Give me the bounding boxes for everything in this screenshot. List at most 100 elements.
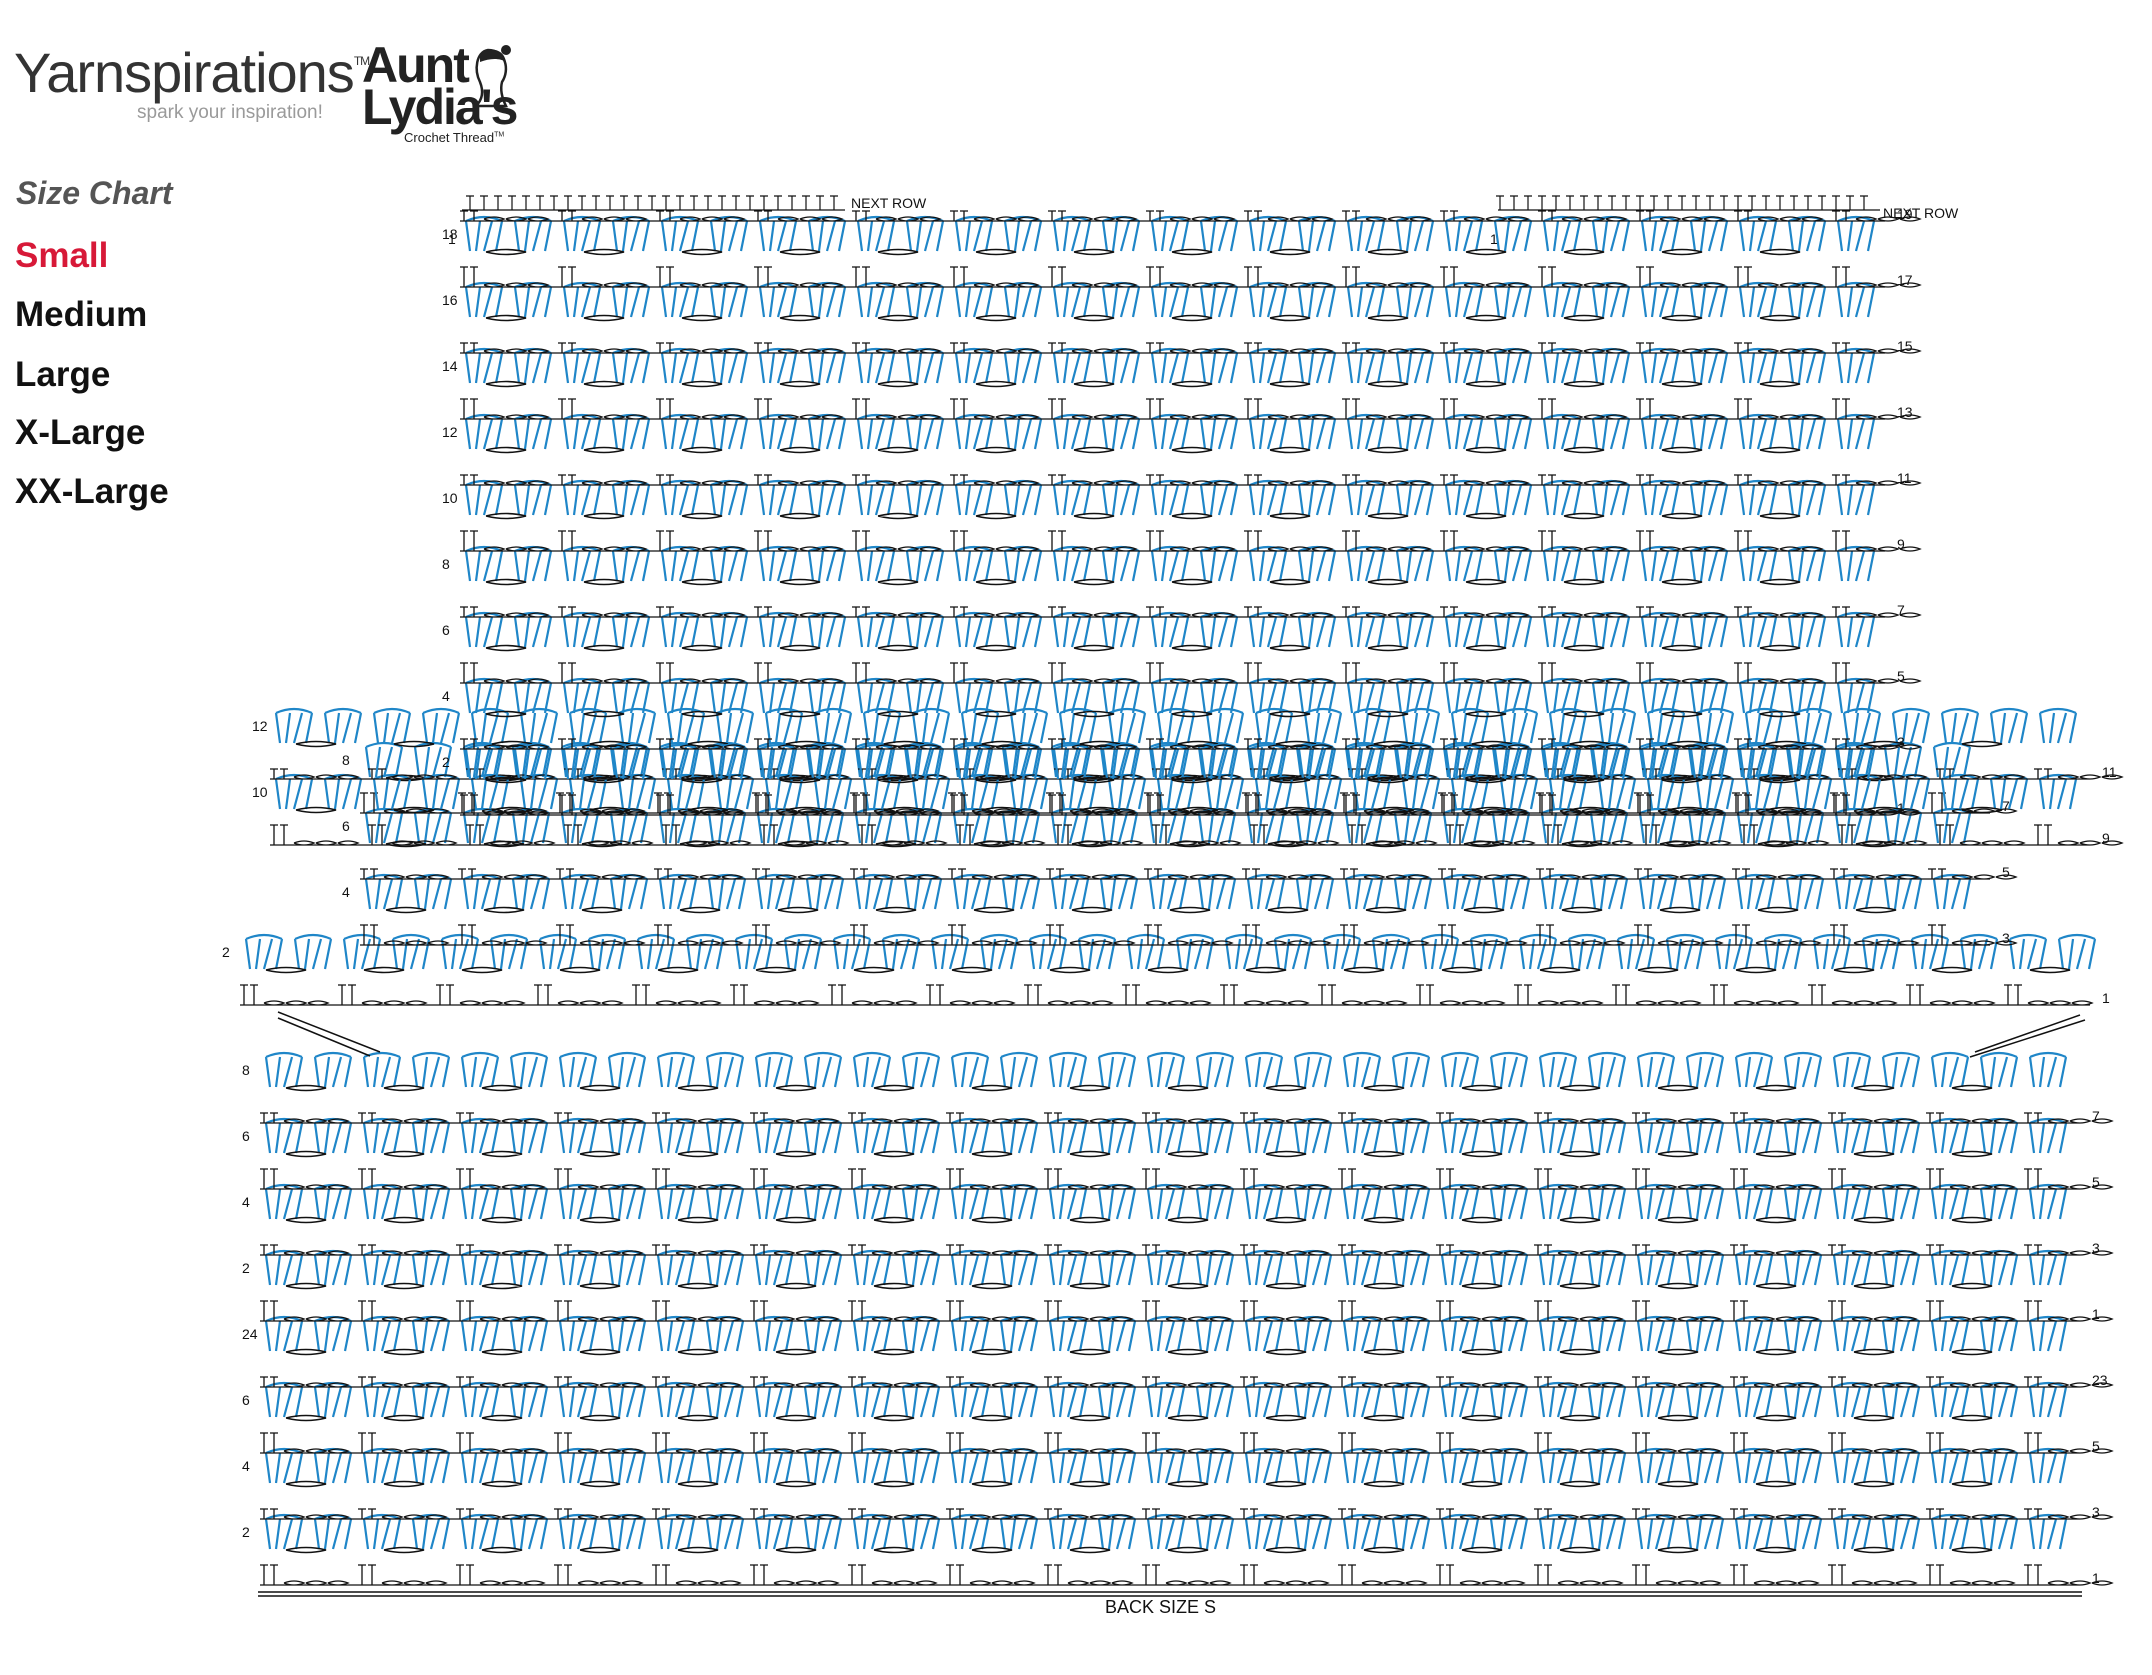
size-large[interactable]: Large: [15, 355, 111, 394]
chain-ovals: [485, 446, 1801, 454]
blue-shell-row: [264, 1315, 2068, 1352]
row-number-7: 7: [1897, 602, 1905, 618]
black-stitch-row: [460, 738, 1922, 750]
row-number-19: 19: [1897, 206, 1913, 222]
chain-ovals: [385, 906, 1897, 914]
chain-ovals: [485, 380, 1801, 388]
black-stitch-row: [260, 1168, 2114, 1190]
row-number-5: 5: [2092, 1438, 2100, 1454]
black-stitch-row: [460, 794, 1922, 816]
size-x-large[interactable]: X-Large: [15, 413, 146, 452]
blue-shell-row: [464, 677, 1876, 714]
row-number-16: 16: [442, 292, 458, 308]
black-stitch-row: [260, 1432, 2114, 1454]
row-number-2: 2: [442, 754, 450, 770]
row-number-5: 5: [1897, 668, 1905, 684]
chain-ovals: [285, 1150, 1993, 1158]
chain-ovals: [285, 1348, 1993, 1356]
chain-ovals: [485, 578, 1801, 586]
row-number-1: 1: [1897, 800, 1905, 816]
row-number-1: 1: [2102, 990, 2110, 1006]
row-number-8: 8: [242, 1062, 250, 1078]
row-number-14: 14: [442, 358, 458, 374]
chain-ovals: [285, 1546, 1993, 1554]
aunt-lydias-logo: Aunt Lydia's Crochet ThreadTM: [360, 38, 520, 148]
row-number-11: 11: [1897, 470, 1912, 486]
chain-ovals: [285, 1216, 1993, 1224]
black-stitch-row: [360, 924, 2018, 946]
black-stitch-row: [460, 398, 1922, 420]
row-number-3: 3: [2092, 1504, 2100, 1520]
row-number-2: 2: [222, 944, 230, 960]
row-number-11: 11: [2102, 764, 2117, 780]
row-number-7: 7: [2092, 1108, 2100, 1124]
row-number-10: 10: [442, 490, 458, 506]
row-number-4: 4: [242, 1458, 250, 1474]
next-row-stitches: [466, 195, 1868, 210]
row-number-5: 5: [2092, 1174, 2100, 1190]
row-number-5: 5: [2002, 864, 2010, 880]
black-stitch-row: [460, 342, 1922, 354]
blue-shell-row: [244, 933, 2097, 970]
chain-ovals: [295, 806, 2003, 814]
size-small[interactable]: Small: [15, 236, 109, 275]
blue-shell-row: [264, 1117, 2068, 1154]
row-number-4: 4: [342, 884, 350, 900]
row-number-6: 6: [442, 622, 450, 638]
row-number-6: 6: [242, 1128, 250, 1144]
blue-shell-row: [274, 707, 2078, 744]
row-number-6: 6: [242, 1392, 250, 1408]
lady-portrait-icon: [472, 45, 511, 108]
row-number-24: 24: [242, 1326, 258, 1342]
row-number-10: 10: [252, 784, 268, 800]
black-stitch-row: [270, 824, 2124, 846]
next-row-label-left: NEXT ROW: [851, 195, 927, 211]
top-row-number-left: 1: [448, 231, 456, 247]
row-number-2: 2: [242, 1260, 250, 1276]
black-stitch-row: [260, 1112, 2114, 1124]
blue-shell-row: [274, 773, 2078, 810]
black-stitch-row: [260, 1244, 2114, 1256]
row-number-13: 13: [1897, 404, 1913, 420]
aunt-lydias-line1: Aunt: [362, 37, 470, 93]
blue-shell-row: [364, 741, 1972, 778]
black-stitch-row: [460, 662, 1922, 684]
diagram-caption: BACK SIZE S: [1105, 1597, 1217, 1617]
black-stitch-row: [460, 606, 1922, 618]
black-stitch-row: [260, 1300, 2114, 1322]
chain-ovals: [285, 1282, 1993, 1290]
blue-shell-row: [464, 281, 1876, 318]
chain-ovals: [485, 710, 1801, 718]
row-number-17: 17: [1897, 272, 1913, 288]
blue-shell-row: [464, 743, 1876, 780]
black-stitch-row: [360, 868, 2018, 880]
yarnspirations-wordmark: YarnspirationsTM: [14, 41, 370, 104]
armhole-decrease-lines: [277, 1011, 2086, 1058]
size-medium[interactable]: Medium: [15, 295, 148, 334]
row-number-4: 4: [442, 688, 450, 704]
row-number-18: 18: [442, 226, 458, 242]
row-number-8: 8: [442, 556, 450, 572]
row-number-9: 9: [2102, 830, 2110, 846]
blue-shell-row: [464, 413, 1876, 450]
chain-ovals: [285, 1480, 1993, 1488]
black-stitch-row: [460, 210, 1922, 222]
row-number-7: 7: [2002, 798, 2010, 814]
row-number-3: 3: [1897, 734, 1905, 750]
blue-shell-row: [264, 1447, 2068, 1484]
black-stitch-row: [460, 474, 1922, 486]
row-number-12: 12: [252, 718, 268, 734]
row-number-6: 6: [342, 818, 350, 834]
row-number-4: 4: [242, 1194, 250, 1210]
black-stitch-row: [260, 1564, 2114, 1586]
chain-ovals: [485, 314, 1801, 322]
chain-ovals: [485, 644, 1801, 652]
size-xx-large[interactable]: XX-Large: [15, 472, 169, 511]
blue-shell-row: [464, 215, 1876, 252]
yarnspirations-logo: YarnspirationsTM spark your inspiration!: [14, 40, 370, 130]
aunt-lydias-line3: Crochet ThreadTM: [404, 130, 505, 145]
row-number-1: 1: [2092, 1570, 2100, 1586]
blue-shell-row: [364, 873, 1972, 910]
chain-ovals: [285, 1414, 1993, 1422]
